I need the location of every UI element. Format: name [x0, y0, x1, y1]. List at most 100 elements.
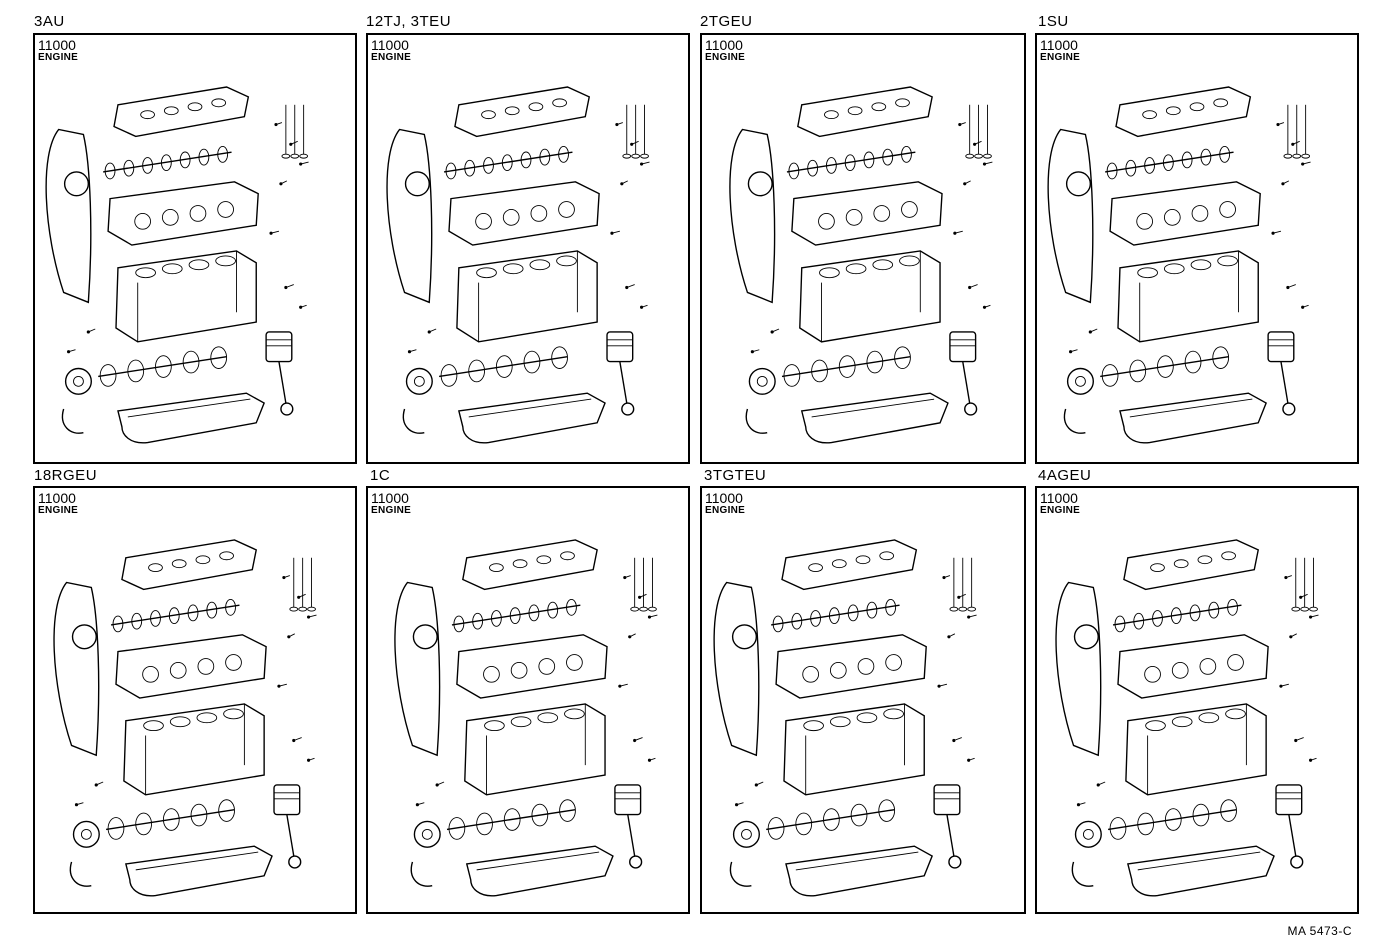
bolt-head [297, 595, 301, 599]
oil-strainer [61, 408, 84, 434]
crank-throw [523, 350, 541, 374]
engine-panel-12tj-3teu[interactable]: 11000 ENGINE [366, 33, 690, 464]
cam-lobe [509, 607, 521, 625]
cam-lobe [1106, 162, 1118, 180]
oil-pan [785, 845, 934, 897]
bolt-head [958, 122, 962, 127]
engine-panel-3au[interactable]: 11000 ENGINE [33, 33, 357, 464]
oil-strainer [1063, 408, 1086, 434]
cylinder-bore [856, 712, 878, 724]
valve-port [829, 662, 847, 679]
rod-big-end [1290, 855, 1304, 869]
connecting-rod [278, 361, 287, 404]
cover-bolt [808, 563, 823, 573]
cam-lobe [123, 159, 135, 177]
cam-lobe [791, 612, 803, 630]
cylinder-bore [803, 720, 824, 732]
cylinder-bore [564, 708, 585, 720]
rod-big-end [948, 855, 962, 869]
crank-pulley-hub [413, 375, 425, 387]
bolt-head [1289, 635, 1293, 639]
cover-bolt [171, 559, 187, 569]
engine-exploded-diagram [1047, 86, 1311, 444]
cylinder-bore [161, 263, 183, 275]
cylinder-head [775, 634, 927, 699]
engine-parts-group [729, 86, 993, 444]
part-name: ENGINE [705, 52, 746, 63]
cylinder-bore [510, 716, 532, 728]
valve-head [974, 153, 983, 159]
crank-pulley [748, 367, 776, 395]
cover-bolt [504, 106, 520, 116]
crank-throw [551, 346, 568, 369]
cam-lobe [217, 146, 229, 163]
engine-exploded-diagram [45, 86, 309, 444]
cam-lobe [807, 159, 819, 177]
crankshaft [781, 355, 911, 378]
cover-bolt [1173, 559, 1189, 569]
cam-lobe [539, 148, 551, 166]
crank-throw [783, 364, 801, 387]
crank-throw [531, 803, 549, 827]
valve-port [502, 209, 520, 226]
engine-panel-18rgeu[interactable]: 11000 ENGINE [33, 486, 357, 914]
cam-lobe [142, 157, 153, 174]
crank-throw [495, 355, 513, 378]
camshaft [110, 604, 240, 626]
cylinder-bore [556, 255, 577, 267]
crank-throw [182, 350, 200, 374]
engine-panel-1c[interactable]: 11000 ENGINE [366, 486, 690, 914]
cover-bolt [219, 551, 234, 561]
engine-panel-1su[interactable]: 11000 ENGINE [1035, 33, 1359, 464]
bolt-head [1276, 122, 1280, 127]
oil-pan [125, 845, 273, 897]
cylinder-bore [872, 259, 894, 271]
cylinder-bore [143, 720, 164, 732]
cylinder-block [783, 703, 925, 796]
engine-panel-4ageu[interactable]: 11000 ENGINE [1035, 486, 1359, 914]
valve-port [134, 212, 151, 230]
oil-pan-flange [811, 398, 935, 418]
panel-title-18rgeu: 18RGEU [34, 467, 98, 484]
bolt-head [1284, 575, 1288, 580]
crank-pulley-hub [756, 375, 768, 387]
crank-throw [1137, 812, 1154, 836]
bolt-head [963, 182, 967, 186]
cylinder-bore [484, 720, 505, 732]
cam-lobe [847, 604, 859, 622]
oil-pan [800, 392, 949, 444]
cylinder-block [799, 250, 941, 343]
crank-throw [866, 350, 884, 374]
valve-head [983, 153, 992, 159]
engine-panel-2tgeu[interactable]: 11000 ENGINE [700, 33, 1026, 464]
valve-port [1227, 654, 1244, 671]
crank-throw [210, 346, 228, 369]
crank-pulley-hub [80, 828, 92, 840]
bolt-head [1088, 330, 1092, 334]
bolt-head [1076, 803, 1081, 807]
crank-throw [448, 817, 466, 840]
crank-pulley [1074, 820, 1102, 848]
cam-lobe [520, 151, 532, 169]
bolt-head [615, 122, 619, 127]
cam-lobe [160, 154, 172, 172]
cover-bolt [489, 563, 504, 573]
bolt-head [618, 684, 622, 688]
engine-exploded-diagram [386, 86, 650, 444]
crank-throw [1192, 803, 1210, 827]
crank-throw [127, 359, 145, 383]
engine-panel-3tgteu[interactable]: 11000 ENGINE [700, 486, 1026, 914]
valve-head [307, 606, 316, 612]
oil-pan [465, 845, 614, 897]
valve-port [1136, 212, 1153, 230]
panel-title-2tgeu: 2TGEU [700, 13, 753, 30]
bolt-head [282, 575, 286, 580]
valve-head [967, 606, 977, 612]
bolt-head [287, 635, 291, 639]
crank-throw [894, 346, 911, 369]
bolt-head [86, 330, 90, 334]
bolt-head [967, 615, 971, 619]
cylinder-bore [188, 259, 210, 271]
cylinder-bore [215, 255, 236, 267]
drawing-code: MA 5473-C [1287, 924, 1352, 938]
